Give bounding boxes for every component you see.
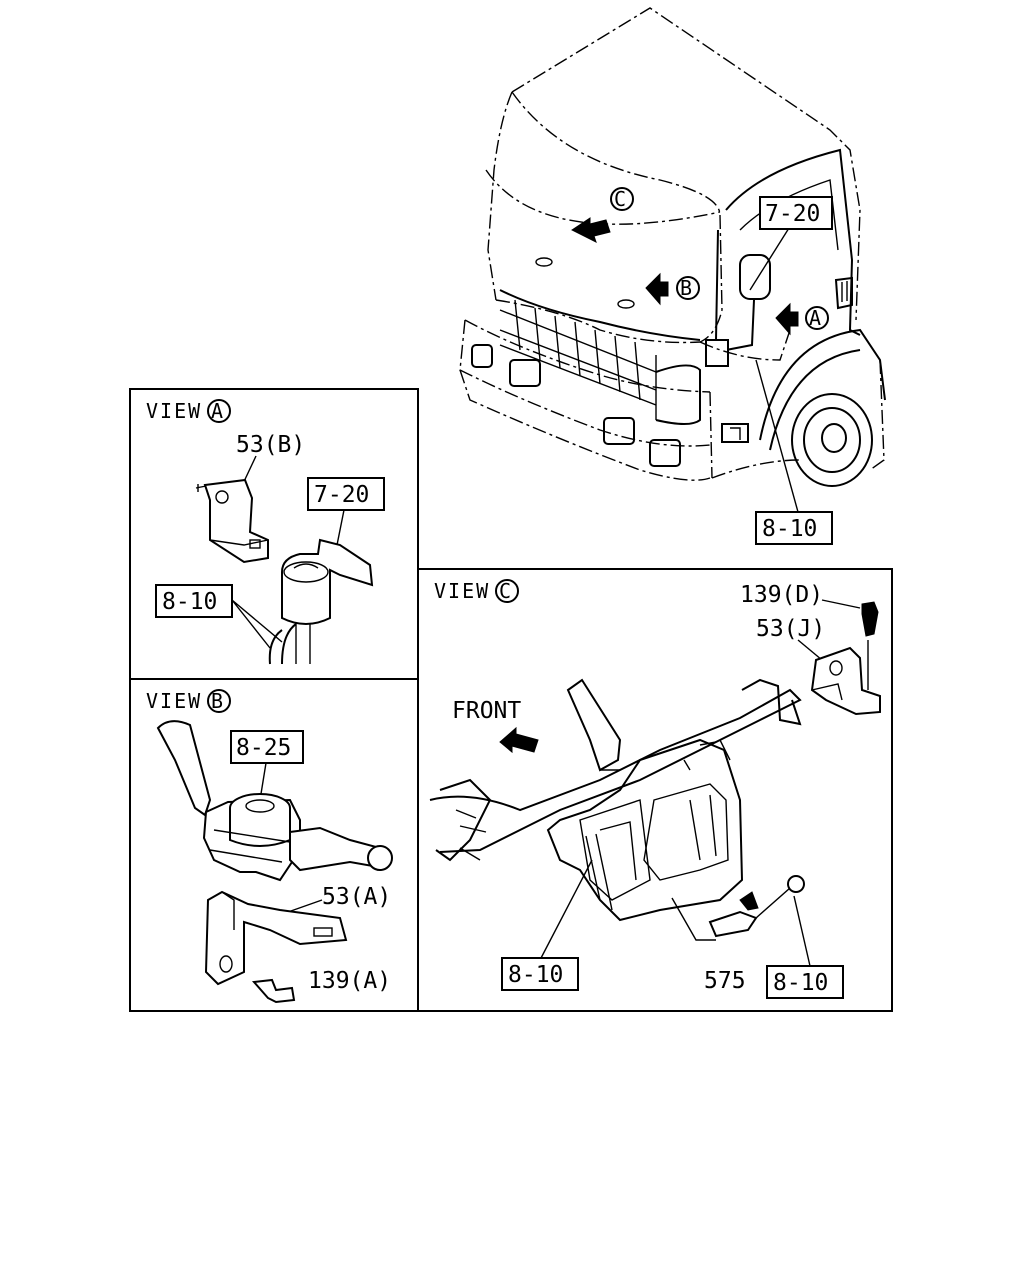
view-b-letter: B bbox=[211, 689, 225, 713]
label-575: 575 bbox=[704, 968, 746, 994]
view-a-letter: A bbox=[211, 399, 225, 423]
cab-label-8-10: 8-10 bbox=[762, 516, 817, 542]
front-label: FRONT bbox=[452, 698, 521, 724]
view-a-title: VIEW bbox=[146, 399, 202, 423]
view-a-panel: VIEW A 53(B) 7-20 8-10 bbox=[129, 388, 419, 680]
view-a-label-7-20: 7-20 bbox=[314, 482, 369, 508]
arrow-c-letter: C bbox=[614, 187, 628, 211]
label-53a: 53(A) bbox=[322, 884, 391, 910]
label-53b: 53(B) bbox=[236, 432, 305, 458]
view-c-title: VIEW bbox=[434, 579, 490, 603]
truck-cab-drawing: C B A bbox=[459, 7, 886, 513]
view-c-label-8-10-right: 8-10 bbox=[773, 970, 828, 996]
view-c-label-8-10-left: 8-10 bbox=[508, 962, 563, 988]
view-b-panel: VIEW B 8-25 53(A) 139(A) bbox=[129, 678, 419, 1012]
label-139a: 139(A) bbox=[308, 968, 391, 994]
view-c-letter: C bbox=[499, 579, 513, 603]
cab-label-7-20: 7-20 bbox=[765, 201, 820, 227]
arrow-a-letter: A bbox=[809, 306, 823, 330]
arrow-b-letter: B bbox=[680, 276, 694, 300]
view-c-panel: VIEW C 139(D) 53(J) FRONT bbox=[417, 568, 893, 1012]
view-b-title: VIEW bbox=[146, 689, 202, 713]
label-53j: 53(J) bbox=[756, 616, 825, 642]
view-b-label-8-25: 8-25 bbox=[236, 735, 291, 761]
view-a-label-8-10: 8-10 bbox=[162, 589, 217, 615]
label-139d: 139(D) bbox=[740, 582, 823, 608]
